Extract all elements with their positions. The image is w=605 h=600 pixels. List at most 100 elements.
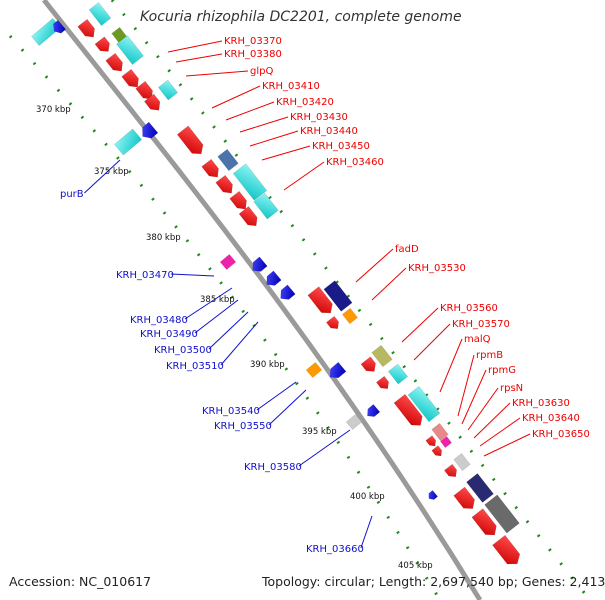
gene-arrow[interactable] [323,280,353,312]
leader-line [170,273,215,277]
gene-arrow[interactable] [360,356,379,375]
leader-line [220,321,259,366]
gene-label: KRH_03500 [154,345,212,356]
leader-line [355,248,394,283]
gene-label: KRH_03410 [262,81,320,92]
leader-line [256,381,297,411]
leader-line [467,387,499,431]
gene-arrow[interactable] [326,361,347,381]
gene-arrow[interactable] [326,315,341,332]
gene-label: malQ [464,334,491,345]
gene-arrow[interactable] [407,385,441,423]
gene-arrow[interactable] [105,52,127,75]
gene-arrow[interactable] [201,158,223,181]
gene-arrow[interactable] [440,436,452,448]
leader-line [401,307,439,343]
kbp-tick-label: 395 kbp [302,427,337,437]
gene-arrow[interactable] [277,284,296,303]
gene-arrow[interactable] [484,494,520,534]
gene-arrow[interactable] [466,473,494,503]
gene-arrow[interactable] [232,163,268,201]
gene-label: KRH_03580 [244,462,302,473]
gene-arrow[interactable] [176,125,207,158]
kbp-tick-label: 370 kbp [36,105,71,115]
kbp-tick-label: 390 kbp [250,360,285,370]
gene-arrow[interactable] [431,423,449,441]
gene-arrow[interactable] [121,68,143,91]
gene-arrow[interactable] [116,35,144,65]
tick-tracks [8,0,592,600]
gene-arrow[interactable] [229,190,251,213]
gene-arrow[interactable] [371,344,393,368]
kbp-tick-label: 375 kbp [94,167,129,177]
gene-arrow[interactable] [431,445,444,459]
gene-label: KRH_03540 [202,406,260,417]
gene-arrow[interactable] [364,403,381,419]
gene-arrow[interactable] [94,36,113,55]
leader-line [225,101,275,121]
gene-arrow[interactable] [393,393,426,429]
gene-arrow[interactable] [143,93,163,114]
gene-arrow[interactable] [253,192,279,220]
gene-arrow[interactable] [88,2,112,26]
gene-arrow[interactable] [238,206,261,229]
gene-arrow[interactable] [453,453,471,471]
gene-arrow[interactable] [77,18,99,41]
gene-arrow[interactable] [157,79,179,101]
leader-line [167,40,223,53]
gene-label: KRH_03510 [166,361,224,372]
leader-line [473,402,511,439]
kbp-tick-label: 385 kbp [200,295,235,305]
gene-arrow[interactable] [249,256,268,275]
leader-line [194,299,239,334]
leader-line [249,130,299,147]
gene-label: KRH_03490 [140,329,198,340]
leader-line [261,145,311,161]
leader-line [479,417,521,447]
leader-line [483,433,531,457]
gene-arrow[interactable] [453,486,479,513]
gene-arrow[interactable] [492,534,523,568]
gene-arrow[interactable] [135,80,157,103]
gene-arrow[interactable] [345,413,363,431]
leader-line [185,70,249,77]
gene-arrow[interactable] [426,490,438,501]
gene-arrow[interactable] [219,253,237,271]
leader-line [439,338,463,393]
gene-label: KRH_03460 [326,157,384,168]
gene-arrow[interactable] [342,307,358,325]
gene-arrow[interactable] [444,463,459,480]
gene-label: glpQ [250,66,273,77]
gene-label: KRH_03370 [224,36,282,47]
gene-arrow[interactable] [263,270,282,289]
leader-line [371,267,407,301]
genome-summary-text: Topology: circular; Length: 2,697,540 bp… [262,574,605,589]
gene-arrow[interactable] [138,121,159,142]
gene-label: KRH_03630 [512,398,570,409]
gene-arrow[interactable] [387,363,409,385]
gene-arrow[interactable] [113,128,143,156]
gene-arrow[interactable] [50,19,67,36]
leader-line [84,159,121,194]
gene-label: KRH_03660 [306,544,364,555]
gene-label: rpmG [488,365,516,376]
gene-arrow[interactable] [425,435,438,449]
gene-arrow[interactable] [215,174,237,197]
gene-arrow[interactable] [376,375,391,392]
gene-label: KRH_03430 [290,112,348,123]
gene-arrow[interactable] [217,148,239,172]
leader-line [208,311,249,350]
leader-line [184,287,233,320]
genome-backbone [42,0,483,600]
leader-line [268,389,307,426]
gene-label: KRH_03380 [224,49,282,60]
gene-arrow[interactable] [305,361,323,379]
leader-line [360,515,373,549]
gene-label: KRH_03450 [312,141,370,152]
gene-label: KRH_03570 [452,319,510,330]
leader-line [239,116,289,133]
gene-arrow[interactable] [471,508,500,540]
map-title: Kocuria rhizophila DC2201, complete geno… [140,9,462,25]
gene-arrow[interactable] [307,286,336,318]
